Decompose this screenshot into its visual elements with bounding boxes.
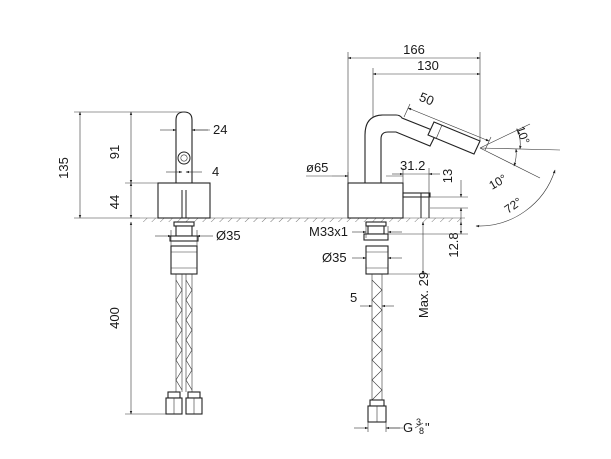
- dim-5: 5: [350, 290, 357, 305]
- dim-13: 13: [440, 169, 455, 183]
- dim-d65: ø65: [306, 160, 328, 175]
- dim-91: 91: [107, 145, 122, 159]
- dim-max-29: Max. 29: [416, 272, 431, 318]
- dim-g-label: G: [403, 420, 413, 435]
- front-view: [157, 111, 211, 415]
- dim-12-8: 12.8: [446, 232, 461, 257]
- angle-72: 72°: [502, 194, 525, 216]
- dim-44: 44: [107, 195, 122, 209]
- dim-50: 50: [417, 89, 436, 108]
- dim-31-2: 31.2: [400, 158, 425, 173]
- dim-135: 135: [56, 157, 71, 179]
- dim-400: 400: [107, 307, 122, 329]
- dim-g-denominator: 8: [419, 426, 424, 436]
- dim-d35-left: Ø35: [216, 228, 241, 243]
- angle-10-upper: 10°: [513, 124, 532, 146]
- dim-4: 4: [212, 164, 219, 179]
- dim-m33x1: M33x1: [309, 224, 348, 239]
- dims-right: 166 130 50 ø65 31.2 13 12.8: [306, 42, 561, 436]
- dim-g-inch: ": [425, 420, 430, 435]
- dim-166: 166: [403, 42, 425, 57]
- dim-24: 24: [213, 122, 227, 137]
- angle-10-lower: 10°: [487, 171, 510, 192]
- dims-left: 135 91 44 24 4 Ø35 400: [56, 111, 241, 415]
- dim-g-numerator: 3: [416, 417, 421, 427]
- dim-130: 130: [417, 58, 439, 73]
- countertop-line: [140, 217, 465, 222]
- dim-d35-right: Ø35: [322, 250, 347, 265]
